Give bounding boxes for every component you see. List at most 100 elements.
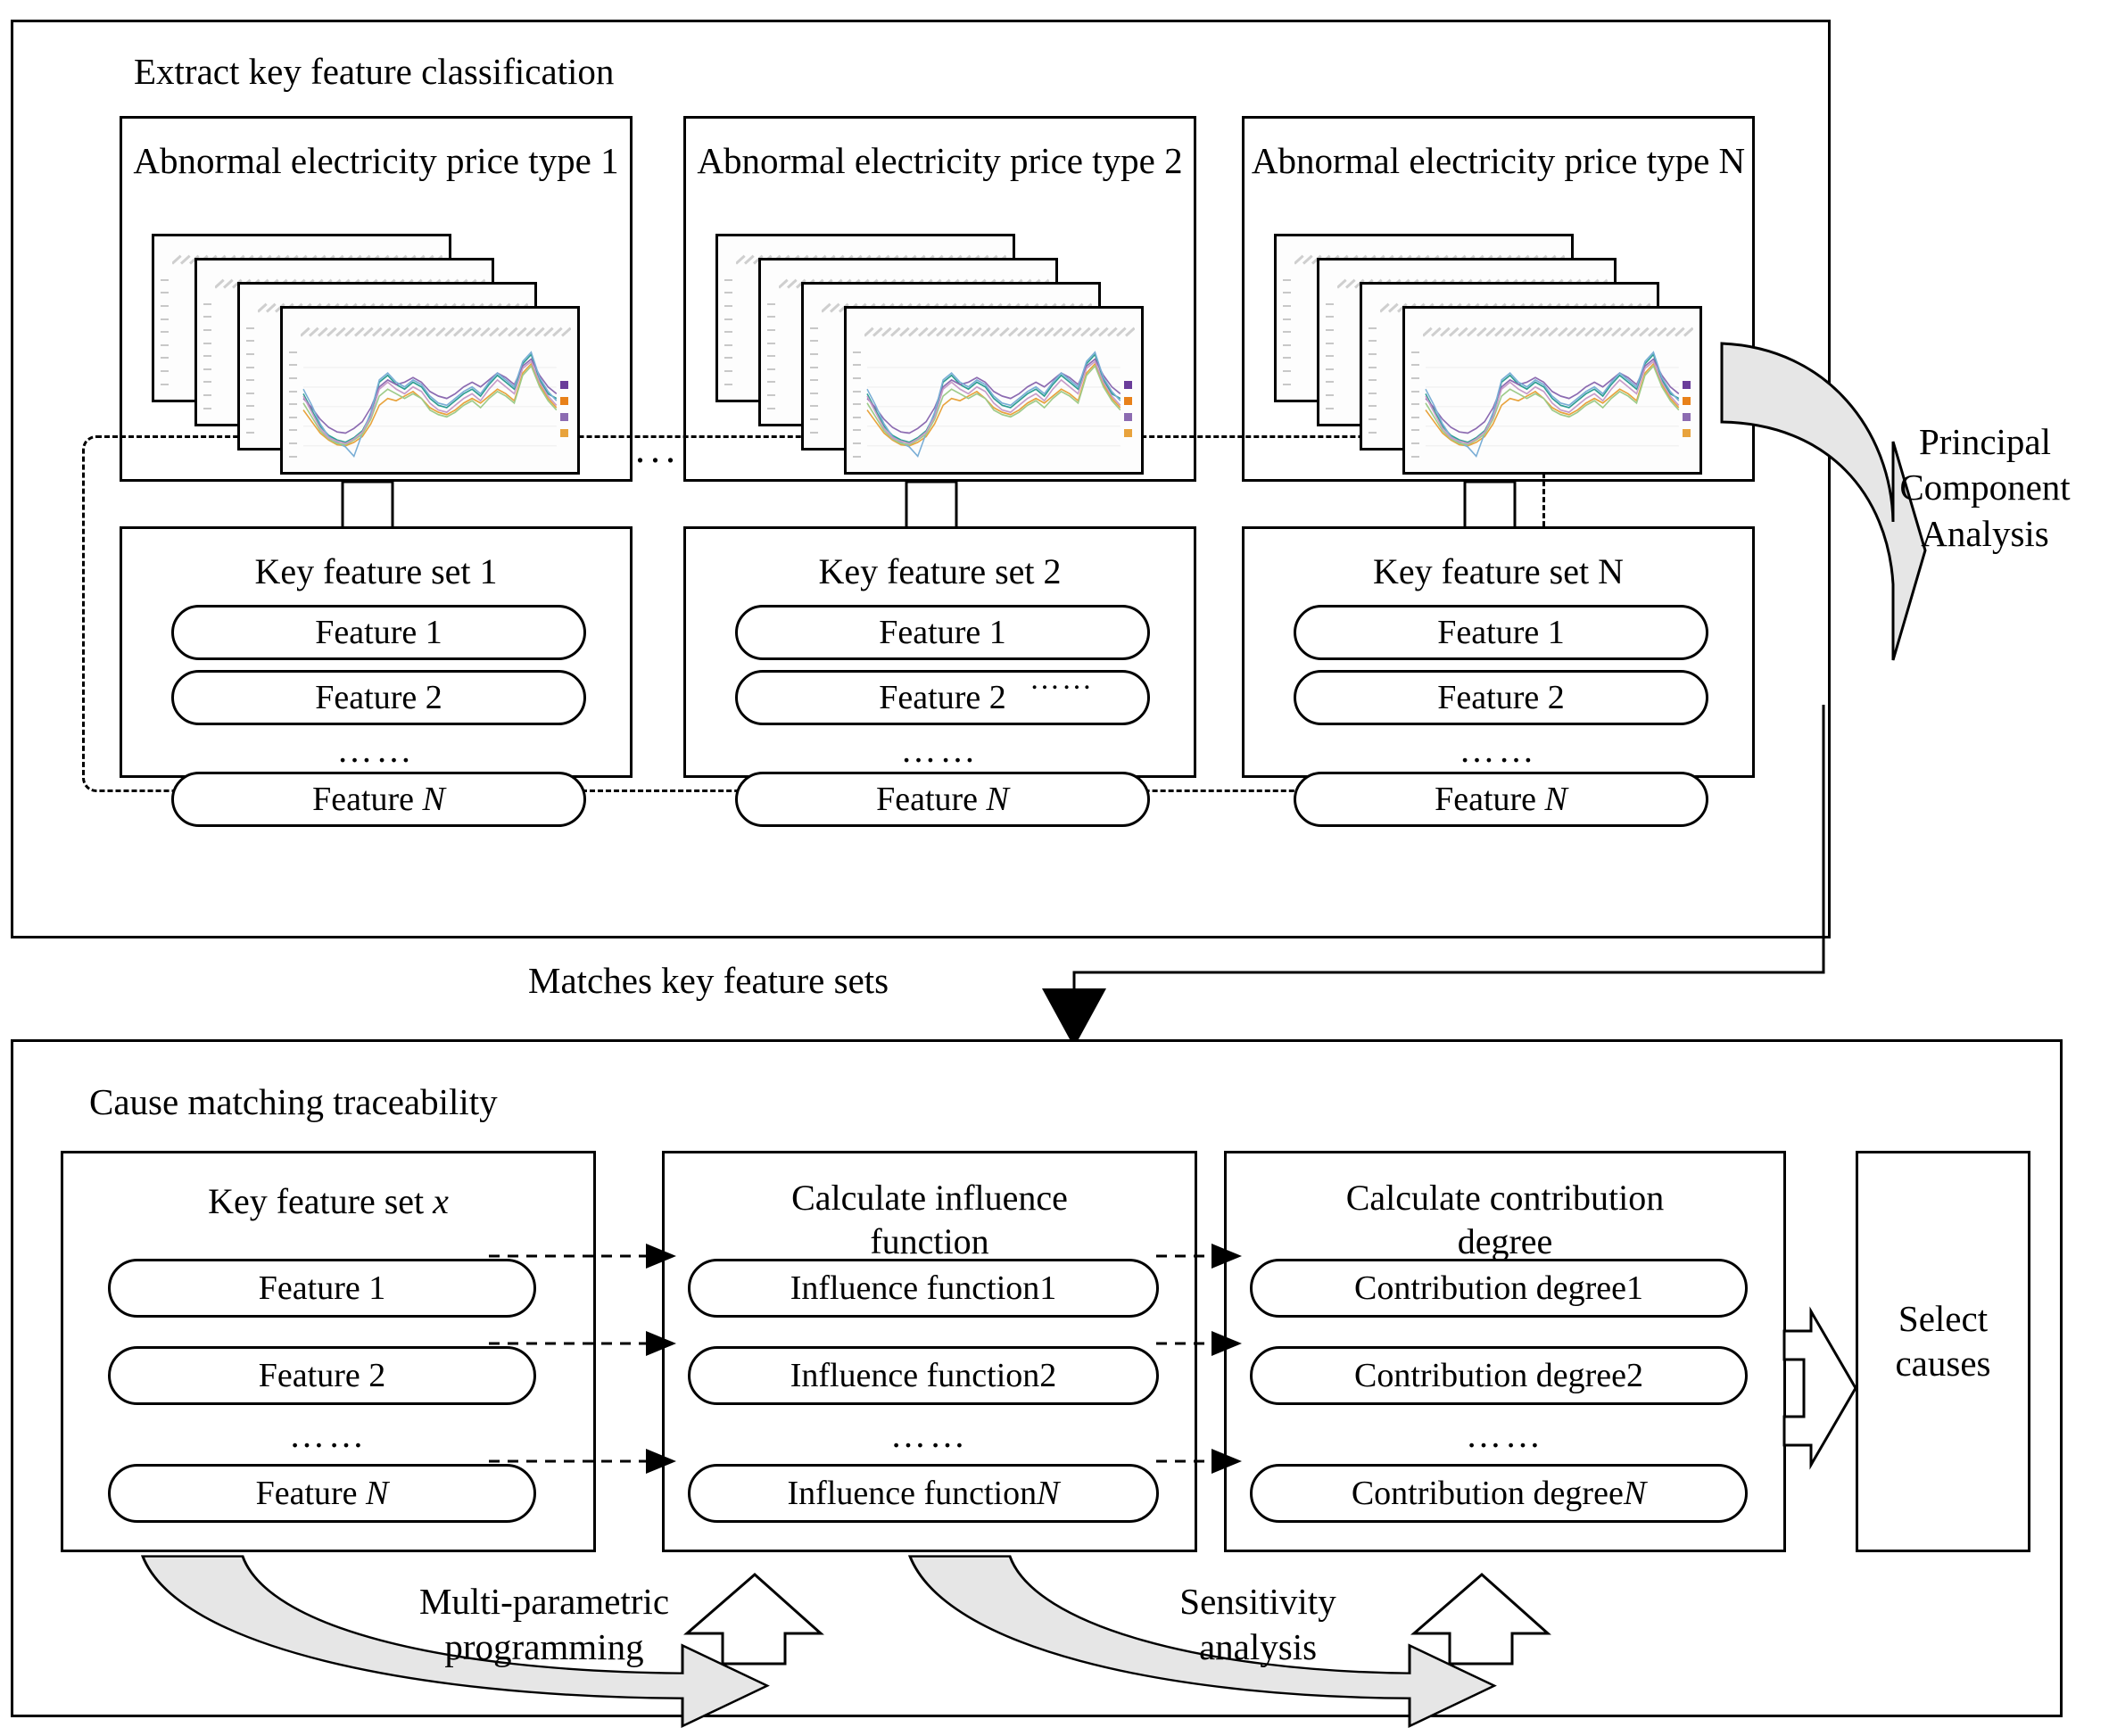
y-tick-label [1410,416,1419,418]
feature-pill-2-3[interactable]: Feature N [735,772,1150,827]
y-tick-label [1410,429,1419,432]
y-tick-label [203,302,211,305]
line-chart-thumbnail [761,260,1055,424]
legend-swatch [1124,429,1133,438]
y-tick-label [766,316,775,318]
feature-pill-3-3[interactable]: Feature N [1294,772,1708,827]
y-tick-label [1410,364,1419,367]
y-tick-label [852,442,861,445]
influence-pill-1[interactable]: Influence function1 [688,1259,1159,1318]
key-feature-set-title-3: Key feature set N [1373,551,1624,591]
y-tick-label [1282,292,1291,294]
y-tick-label [724,318,732,320]
y-tick-label [288,390,297,393]
key-feature-set-title-1: Key feature set 1 [254,551,498,591]
feature-pill-3-2[interactable]: Feature 2 [1294,670,1708,725]
legend-swatch [560,413,569,422]
y-tick-label [288,416,297,418]
y-tick-label [288,429,297,432]
y-tick-label [1282,318,1291,320]
line-chart-thumbnail [197,260,492,424]
y-tick-label [809,366,818,368]
curved-arrow-sensitivity [907,1555,1551,1729]
y-tick-label [160,318,169,320]
block-arrow-to-select-causes [1782,1306,1857,1470]
y-tick-label [245,392,254,394]
y-tick-label [766,407,775,409]
line-chart-thumbnail [1319,260,1614,424]
feature-pill-1-3[interactable]: Feature N [171,772,586,827]
feature-side-dots-2: …… [1030,663,1094,696]
y-tick-label [1325,355,1334,358]
feature-pill-1-1[interactable]: Feature 1 [171,605,586,660]
y-tick-label [160,383,169,385]
key-feature-set-box-2: Key feature set 2 Feature 1 Feature 2 ……… [683,526,1196,827]
calculate-contribution-box: Calculate contribution degree Contributi… [1224,1151,1786,1552]
chart-thumbnail-stack-2 [715,234,1144,475]
chart-series-line [302,358,558,434]
y-tick-label [766,381,775,384]
y-tick-label [766,302,775,305]
line-chart-thumbnail [804,285,1098,448]
y-tick-label [852,429,861,432]
chart-series-line [1425,360,1680,444]
feature-pill-2-1[interactable]: Feature 1 [735,605,1150,660]
select-causes-label: Select causes [1895,1298,1991,1385]
chart-series-group [866,351,1121,458]
influence-pill-label-3: Influence functionN [787,1475,1060,1512]
y-tick-label [1410,376,1419,379]
feature-pill-3-1[interactable]: Feature 1 [1294,605,1708,660]
y-tick-label [1368,418,1377,421]
y-tick-label [724,278,732,281]
y-tick-label [1325,316,1334,318]
influence-pill-2[interactable]: Influence function2 [688,1346,1159,1405]
contribution-pill-3[interactable]: Contribution degreeN [1250,1464,1748,1523]
contribution-pill-2[interactable]: Contribution degree2 [1250,1346,1748,1405]
feature-dots-2: …… [900,730,980,770]
y-tick-label [724,357,732,360]
bottom-feature-pill-3[interactable]: Feature N [108,1464,536,1523]
y-tick-label [160,331,169,334]
dashed-arrows-influence-to-contribution [1156,1244,1242,1474]
legend-swatch [1683,429,1691,438]
calculate-influence-box: Calculate influence function Influence f… [662,1151,1197,1552]
feature-pill-2-2[interactable]: Feature 2 [735,670,1150,725]
abnormal-type-title-3: Abnormal electricity price type N [1251,140,1746,181]
chart-thumbnail-stack-3 [1274,234,1702,475]
y-tick-label [203,342,211,344]
y-tick-label [852,455,861,458]
y-tick-label [288,351,297,353]
chart-series-line [1425,352,1680,443]
feature-pill-1-2[interactable]: Feature 2 [171,670,586,725]
y-tick-label [1368,366,1377,368]
y-tick-label [245,405,254,408]
contribution-dots: …… [1466,1415,1544,1455]
y-tick-label [766,368,775,370]
y-tick-label [245,431,254,434]
y-tick-label [203,316,211,318]
y-tick-label [245,366,254,368]
chart-series-line [866,364,1121,446]
panel-title-extract: Extract key feature classification [134,51,615,92]
y-tick-label [1410,390,1419,393]
legend-swatch [1124,413,1133,422]
contribution-pill-1[interactable]: Contribution degree1 [1250,1259,1748,1318]
line-chart-thumbnail [718,236,1013,400]
bottom-feature-pill-2[interactable]: Feature 2 [108,1346,536,1405]
influence-pill-3[interactable]: Influence functionN [688,1464,1159,1523]
y-tick-label [724,343,732,346]
feature-pill-label-2-3: Feature N [876,781,1009,818]
y-tick-label [1282,383,1291,385]
chart-thumbnail-stack-1 [152,234,580,475]
y-tick-label [1282,304,1291,307]
matches-connector-arrow [1042,705,1825,1047]
y-tick-label [766,394,775,397]
y-tick-label [1368,392,1377,394]
y-tick-label [1410,351,1419,353]
key-feature-set-x-box: Key feature set x Feature 1 Feature 2 ……… [61,1151,596,1552]
chart-series-line [1425,358,1680,434]
bottom-feature-pill-1[interactable]: Feature 1 [108,1259,536,1318]
y-tick-label [724,292,732,294]
y-tick-label [245,352,254,355]
chart-series-line [302,364,558,446]
